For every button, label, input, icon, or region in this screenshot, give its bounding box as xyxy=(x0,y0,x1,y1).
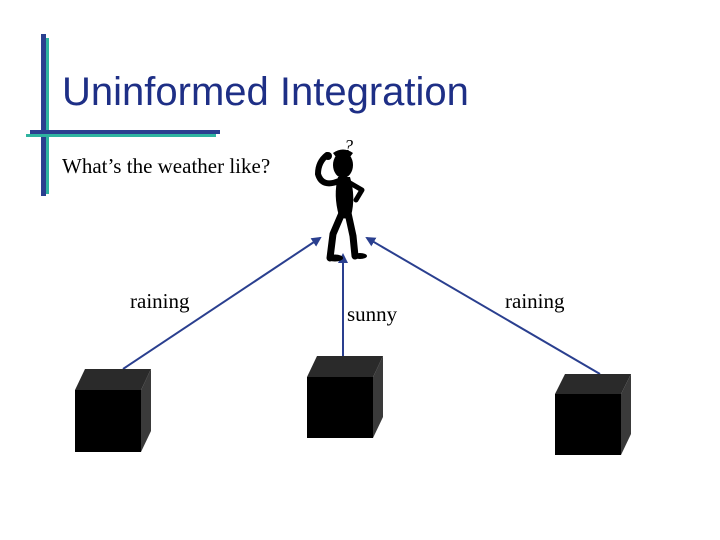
accent-bar-vertical xyxy=(41,34,46,196)
thinking-person-icon xyxy=(314,149,367,262)
source-box-middle xyxy=(307,356,383,438)
source-label-left: raining xyxy=(130,289,190,313)
thought-question-mark: ? xyxy=(344,136,353,156)
arrow-left xyxy=(122,236,322,370)
source-label-middle: sunny xyxy=(347,302,398,326)
slide-title: Uninformed Integration xyxy=(62,70,469,114)
source-box-left xyxy=(75,369,151,452)
weather-question: What’s the weather like? xyxy=(62,154,271,178)
arrow-right xyxy=(365,236,601,375)
accent-bar-vertical-teal xyxy=(46,38,49,194)
accent-bar-horizontal xyxy=(30,130,220,134)
accent-bar-horizontal-teal xyxy=(26,134,216,137)
source-box-right xyxy=(555,374,631,455)
source-label-right: raining xyxy=(505,289,565,313)
